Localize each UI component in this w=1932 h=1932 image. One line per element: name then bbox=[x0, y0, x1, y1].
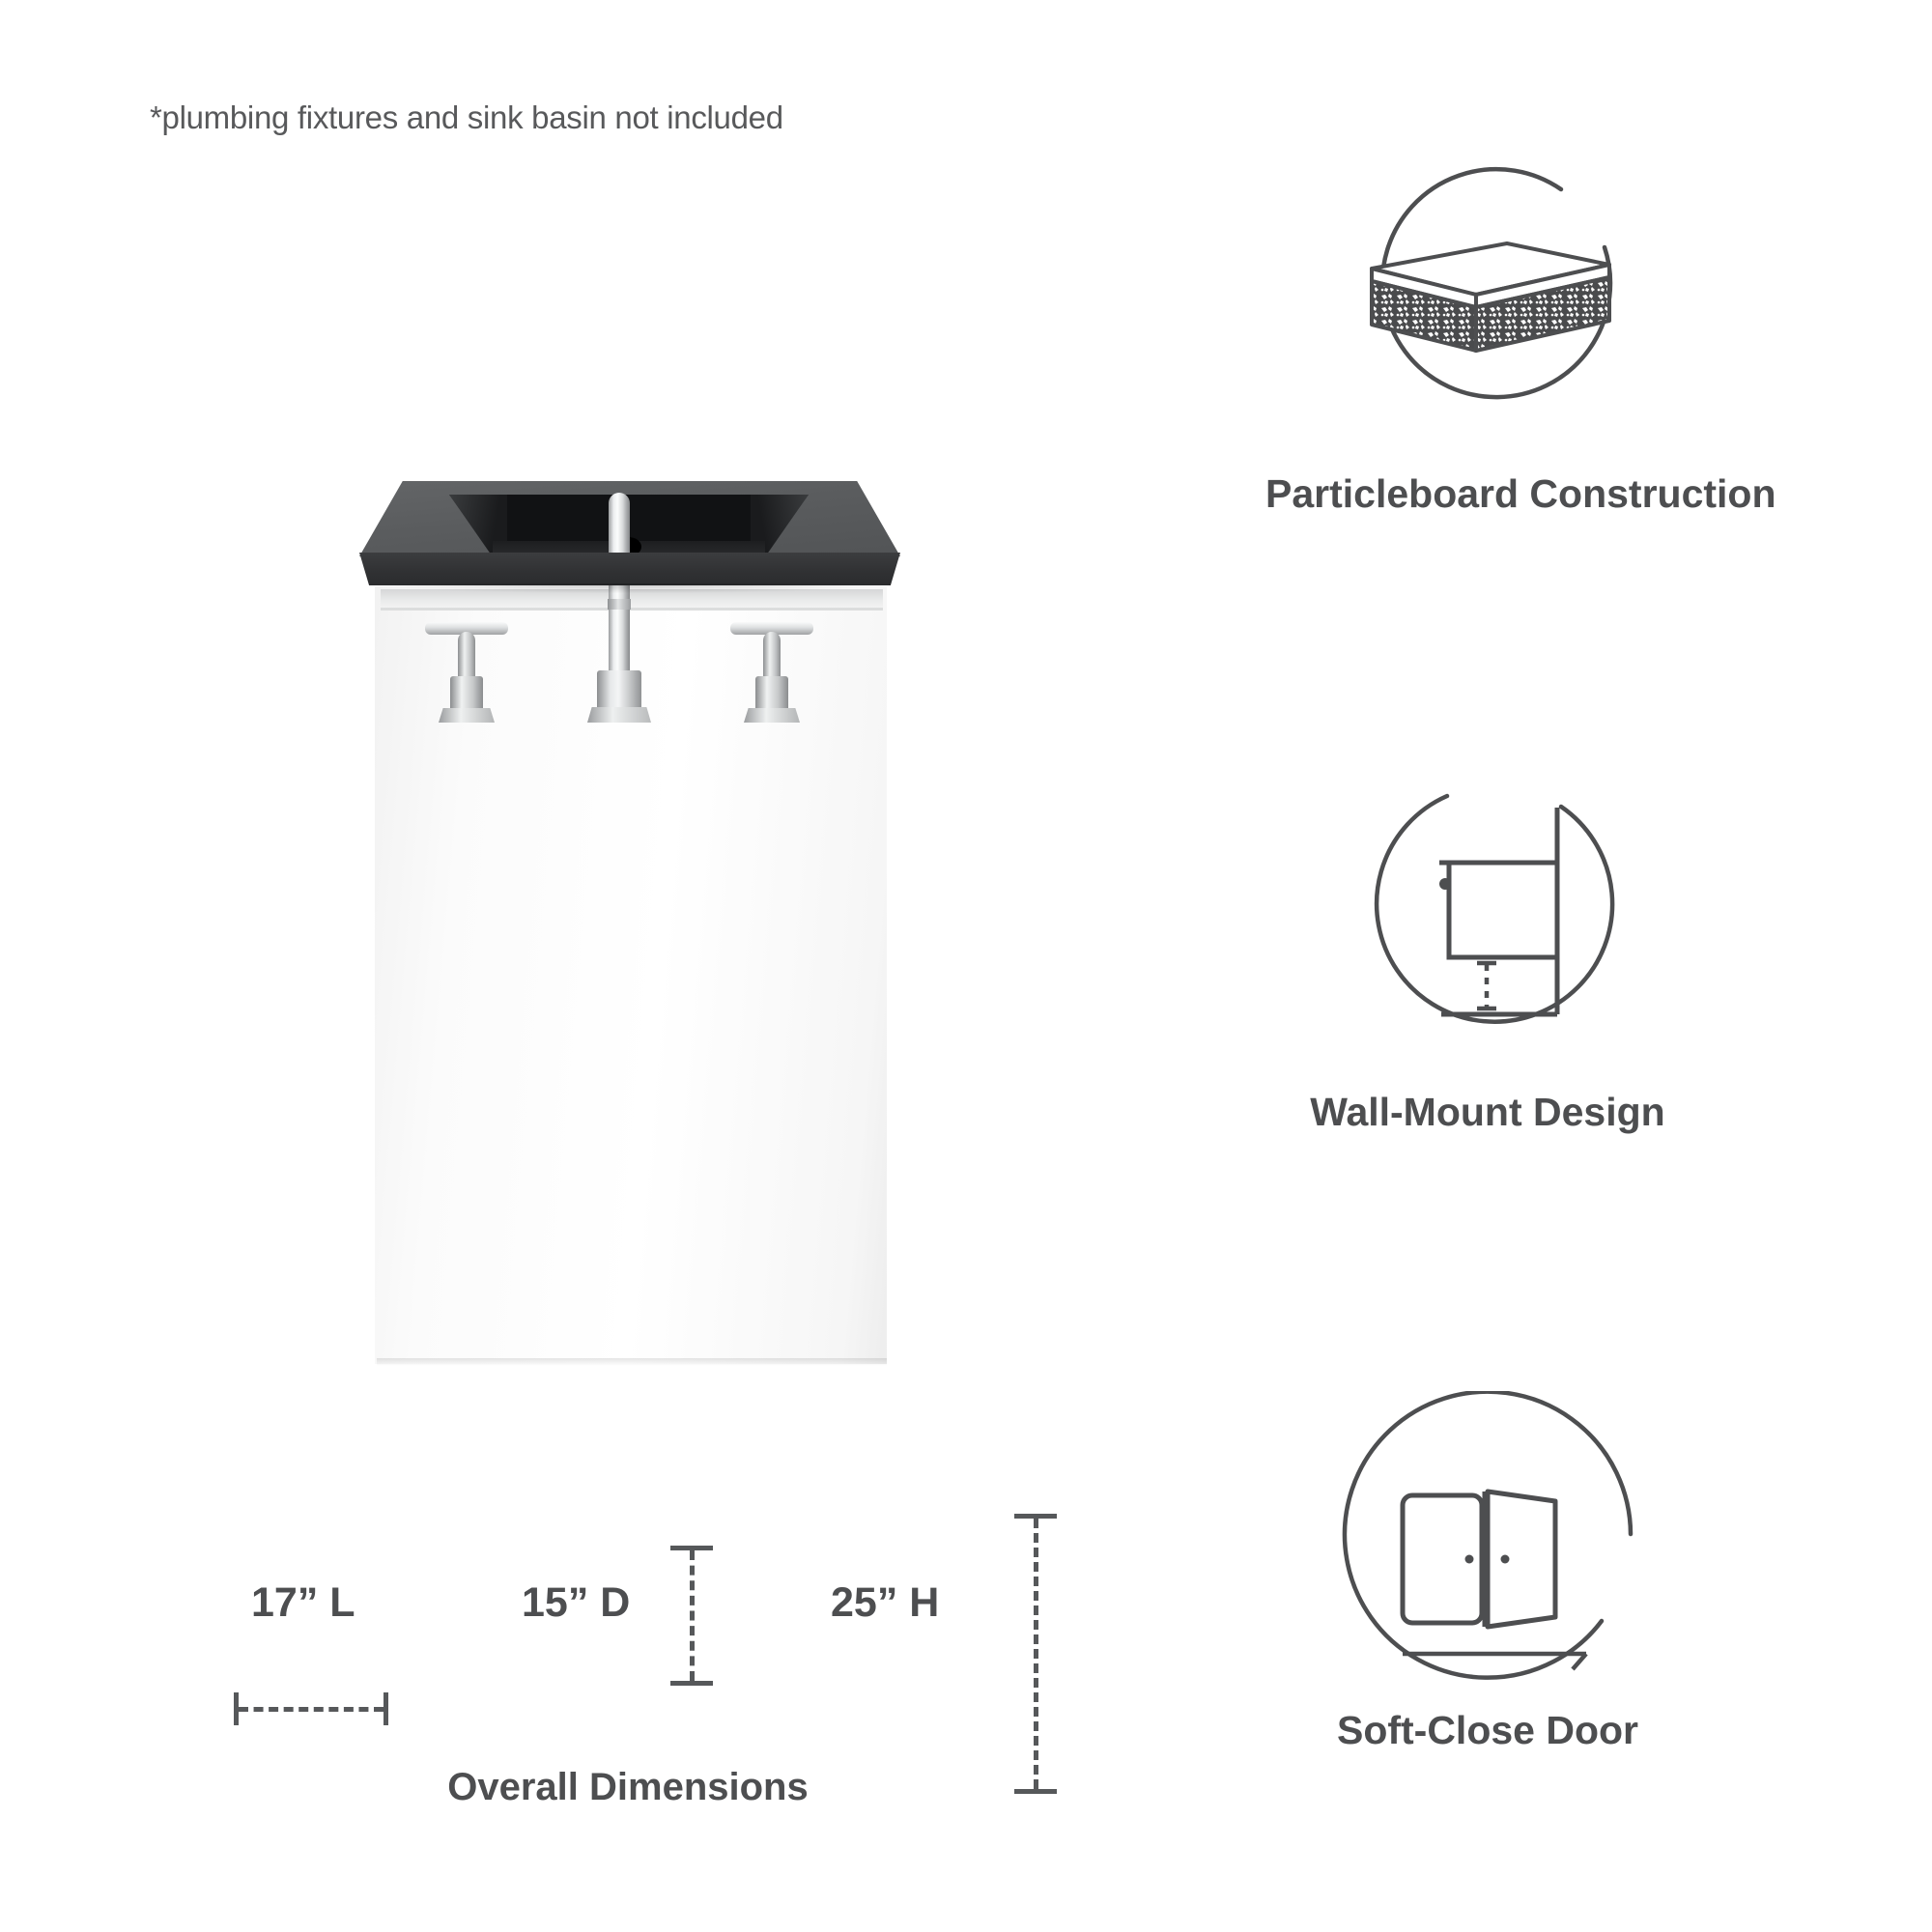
faucet-handle-left-body bbox=[450, 676, 483, 711]
feature-wall-mount: Wall-Mount Design bbox=[1265, 773, 1710, 1135]
feature-title: Soft-Close Door bbox=[1336, 1708, 1639, 1752]
faucet-handle-left-stem bbox=[458, 632, 475, 682]
dimension-dash-vertical bbox=[1034, 1519, 1038, 1789]
feature-title: Particleboard Construction bbox=[1265, 471, 1776, 516]
dimension-cap-left bbox=[234, 1692, 239, 1725]
faucet-handle-right-flange bbox=[744, 708, 800, 723]
dimensions-caption: Overall Dimensions bbox=[447, 1766, 809, 1808]
dimensions-group: 17” L 15” D 25” H Overall Dimensions bbox=[193, 1507, 1063, 1808]
faucet-handle-right-stem bbox=[763, 632, 781, 682]
countertop-shadow bbox=[373, 583, 887, 593]
dimension-dash-horizontal bbox=[239, 1707, 384, 1712]
faucet-handle-right-lever bbox=[730, 622, 813, 635]
cabinet-groove-line bbox=[381, 608, 883, 611]
feature-soft-close: Soft-Close Door bbox=[1265, 1391, 1710, 1753]
dimension-line-height bbox=[1014, 1514, 1057, 1794]
dimension-line-length bbox=[234, 1692, 388, 1725]
product-image bbox=[319, 270, 937, 1366]
faucet-spout-base bbox=[597, 670, 641, 713]
faucet-handle-right-body bbox=[755, 676, 788, 711]
dimension-cap-right bbox=[384, 1692, 388, 1725]
dimension-cap-top bbox=[670, 1546, 713, 1550]
dimension-label-length: 17” L bbox=[251, 1579, 355, 1626]
recessed-handle-groove bbox=[381, 589, 883, 609]
feature-particleboard: Particleboard Construction bbox=[1265, 155, 1776, 517]
cabinet-bottom-shadow bbox=[377, 1358, 887, 1366]
dimension-cap-top bbox=[1014, 1514, 1057, 1519]
dimension-label-height: 25” H bbox=[831, 1579, 940, 1626]
faucet-handle-left-lever bbox=[425, 622, 508, 635]
faucet-spout-joint bbox=[608, 599, 631, 610]
dimension-label-depth: 15” D bbox=[522, 1579, 631, 1626]
dimension-cap-bottom bbox=[1014, 1789, 1057, 1794]
countertop-front-edge bbox=[359, 553, 900, 585]
dimension-line-depth bbox=[670, 1546, 713, 1686]
disclaimer-text: *plumbing fixtures and sink basin not in… bbox=[150, 99, 783, 135]
faucet-spout-flange bbox=[587, 707, 651, 723]
countertop-assembly bbox=[319, 481, 937, 723]
particleboard-slab-icon bbox=[1333, 155, 1642, 444]
feature-title: Wall-Mount Design bbox=[1310, 1090, 1665, 1134]
wall-mount-icon bbox=[1333, 773, 1642, 1063]
faucet-handle-left-flange bbox=[439, 708, 495, 723]
dimension-cap-bottom bbox=[670, 1681, 713, 1686]
dimension-dash-vertical bbox=[690, 1550, 695, 1681]
soft-close-door-icon bbox=[1333, 1391, 1642, 1681]
